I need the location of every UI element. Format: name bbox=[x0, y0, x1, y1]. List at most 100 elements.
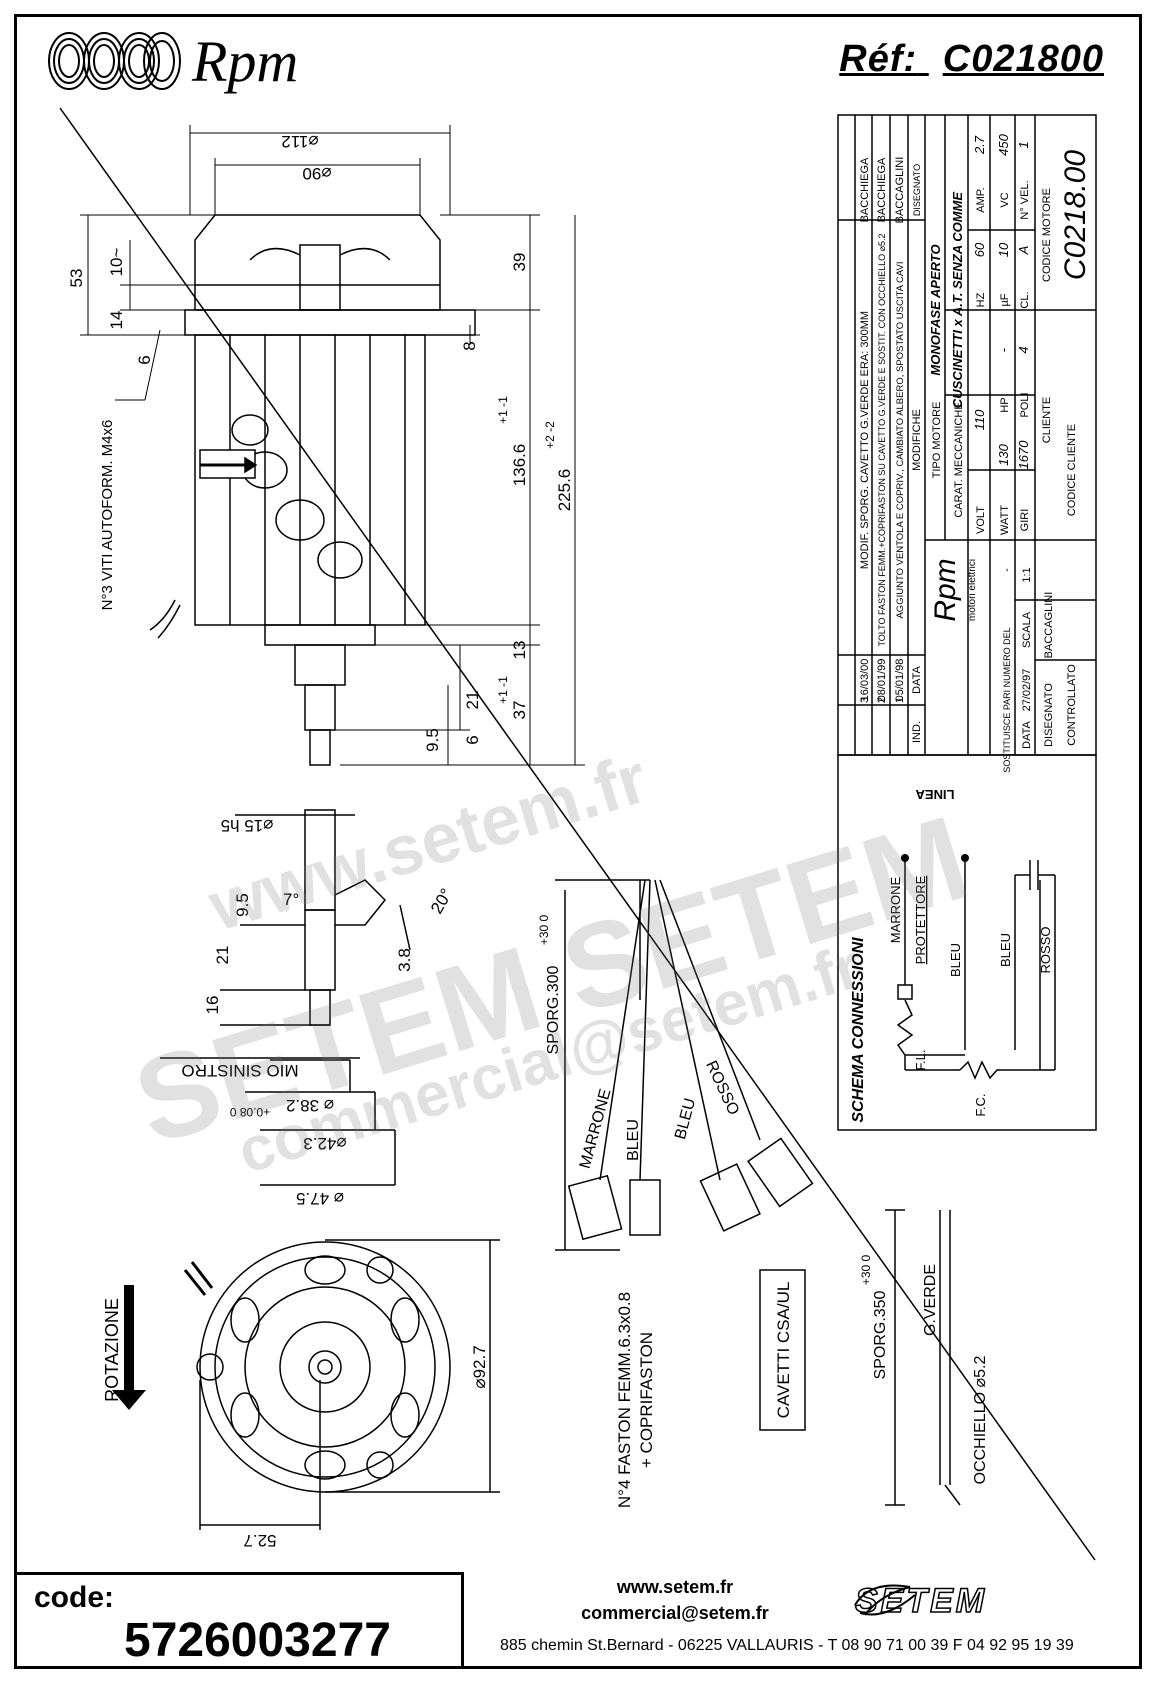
faston-note: N°4 FASTON FEMM.6.3x0.8 bbox=[615, 1292, 634, 1508]
dim-9-5-b: 9.5 bbox=[233, 893, 252, 917]
motor-front-view bbox=[183, 1239, 500, 1530]
sostituisce-label: SOSTITUISCE PARI NUMERO DEL bbox=[1002, 627, 1012, 772]
reference: Réf: C021800 bbox=[839, 38, 1104, 81]
dim-21-b: 21 bbox=[213, 946, 232, 965]
nvel-label: N° VEL. bbox=[1019, 180, 1031, 219]
dim-9-5: 9.5 bbox=[423, 728, 442, 752]
cavetti-label: CAVETTI CSA/UL bbox=[774, 1282, 793, 1419]
volt-label: VOLT bbox=[975, 506, 987, 534]
volt: 110 bbox=[972, 409, 987, 430]
col-ind: IND. bbox=[911, 721, 923, 743]
ref-value: C021800 bbox=[942, 38, 1104, 80]
wiring-schema bbox=[837, 754, 1097, 1131]
ground-labels: SPORG.350 +30 0 G.VERDE OCCHIELLO ⌀5.2 bbox=[859, 1254, 989, 1484]
cl-label: CL. bbox=[1019, 291, 1031, 308]
scala-label: SCALA bbox=[1021, 611, 1033, 648]
scala: 1:1 bbox=[1021, 567, 1033, 582]
codice-motore: C0218.00 bbox=[1059, 150, 1092, 280]
dim-112: ⌀112 bbox=[281, 132, 318, 151]
sostituisce: - bbox=[1001, 568, 1013, 572]
sporg-300-tol: +30 0 bbox=[537, 914, 551, 945]
wire-marrone: MARRONE bbox=[577, 1087, 615, 1170]
uf-label: µF bbox=[999, 293, 1011, 306]
dim-38-2-tol: +0.08 0 bbox=[229, 1105, 270, 1119]
mod-1-date: 05/01/98 bbox=[894, 659, 906, 702]
dim-39: 39 bbox=[510, 253, 529, 272]
amp: 2.7 bbox=[972, 135, 987, 155]
sporg-300: SPORG.300 bbox=[545, 965, 562, 1054]
angle-7: 7° bbox=[283, 890, 299, 909]
schema-marrone: MARRONE bbox=[888, 876, 903, 943]
footer-web-link[interactable]: www.setem.fr bbox=[616, 1577, 734, 1597]
nvel: 1 bbox=[1016, 141, 1031, 148]
ref-label: Réf: bbox=[839, 38, 918, 80]
mod-3-ind: 3 bbox=[859, 697, 871, 703]
schema-rosso: ROSSO bbox=[1038, 927, 1053, 974]
dim-6-top: 6 bbox=[135, 355, 154, 364]
dim-52-7: 52.7 bbox=[243, 1531, 276, 1550]
brand-name: Rpm bbox=[192, 28, 299, 94]
mod-2-date: 08/01/99 bbox=[876, 659, 888, 702]
hp: - bbox=[996, 348, 1011, 352]
dim-37: 37 bbox=[510, 701, 529, 720]
schema-bleu: BLEU bbox=[948, 943, 963, 977]
vc-label: VC bbox=[999, 192, 1011, 207]
dimension-lines bbox=[80, 125, 585, 766]
dim-3-8: 3.8 bbox=[395, 948, 414, 972]
disegnato: BACCAGLINI bbox=[1043, 592, 1055, 659]
mod-1-text: AGGIUNTO VENTOLA E COPRIV., CAMBIATO ALB… bbox=[895, 261, 906, 618]
dim-225-tol: +2 -2 bbox=[543, 421, 557, 449]
dim-14: 14 bbox=[107, 311, 126, 330]
poli-label: POLI bbox=[1019, 392, 1031, 417]
rotation-arrowhead-icon bbox=[112, 1390, 146, 1410]
tipo-motore: MONOFASE APERTO bbox=[928, 244, 943, 375]
dim-16: 16 bbox=[203, 996, 222, 1015]
schema-bleu2: BLEU bbox=[998, 933, 1013, 967]
cable-labels: SPORG.300 +30 0 MARRONE BLEU BLEU ROSSO … bbox=[537, 914, 742, 1508]
hz-label: HZ bbox=[975, 292, 987, 307]
ground-wire bbox=[885, 1209, 961, 1506]
dim-15h5: ⌀15 h5 bbox=[221, 816, 274, 835]
giri-label: GIRI bbox=[1019, 509, 1031, 532]
amp-label: AMP. bbox=[975, 187, 987, 212]
mod-2-ind: 2 bbox=[876, 697, 888, 703]
dim-136-tol: +1 -1 bbox=[496, 396, 510, 424]
schema-labels: SCHEMA CONNESSIONI LINEA MARRONE PROTETT… bbox=[850, 787, 1053, 1123]
controllato-label: CONTROLLATO bbox=[1066, 664, 1078, 746]
code-value: 5726003277 bbox=[124, 1614, 391, 1667]
dim-13: 13 bbox=[510, 641, 529, 660]
dim-38-2: ⌀ 38.2 bbox=[286, 1096, 334, 1115]
dim-90: ⌀90 bbox=[302, 164, 331, 183]
shaft-dimensions-text: ⌀15 h5 9.5 7° 20° 3.8 21 16 MIO SINISTRO… bbox=[181, 816, 456, 1208]
g-verde: G.VERDE bbox=[922, 1264, 939, 1336]
mod-2-by: BACCHIEGA bbox=[876, 157, 888, 222]
disegnato-label: DISEGNATO bbox=[1043, 683, 1055, 747]
drawing-sheet bbox=[14, 14, 1142, 1669]
section-line bbox=[59, 107, 1096, 1561]
title-block-text: 3 16/03/00 MODIF. SPORG. CAVETTO G.VERDE… bbox=[859, 133, 1092, 772]
dim-136: 136.6 bbox=[510, 444, 529, 487]
schema-fl: F.L. bbox=[913, 1050, 928, 1071]
schema-title: SCHEMA CONNESSIONI bbox=[850, 937, 867, 1123]
sporg-350: SPORG.350 bbox=[872, 1290, 889, 1379]
hp-label: HP bbox=[999, 397, 1011, 412]
occhiello: OCCHIELLO ⌀5.2 bbox=[972, 1356, 989, 1485]
dim-10: 10~ bbox=[107, 248, 126, 277]
footer-email-link[interactable]: commercial@setem.fr bbox=[581, 1603, 769, 1623]
dim-8: 8 bbox=[460, 341, 479, 350]
angle-20: 20° bbox=[427, 885, 456, 917]
code-label: code: bbox=[34, 1581, 115, 1614]
dim-225: 225.6 bbox=[555, 469, 574, 512]
col-data: DATA bbox=[911, 665, 923, 693]
footer-contact: www.setem.fr commercial@setem.fr bbox=[560, 1574, 790, 1626]
mod-3-date: 16/03/00 bbox=[859, 659, 871, 702]
top-dimensions-text: ⌀112 ⌀90 53 10~ 14 6 39 8 136.6 +1 -1 22… bbox=[67, 132, 574, 752]
cl: A bbox=[1016, 246, 1031, 256]
tb-company-sub: motori elettrici bbox=[967, 559, 978, 621]
rpm-logo: Rpm bbox=[44, 26, 298, 96]
title-block bbox=[837, 114, 1097, 756]
carat: CUSCINETTI x A.T. SENZA COMME bbox=[950, 192, 965, 409]
schema-protettore: PROTETTORE bbox=[913, 875, 928, 964]
dim-21: 21 bbox=[463, 691, 482, 710]
